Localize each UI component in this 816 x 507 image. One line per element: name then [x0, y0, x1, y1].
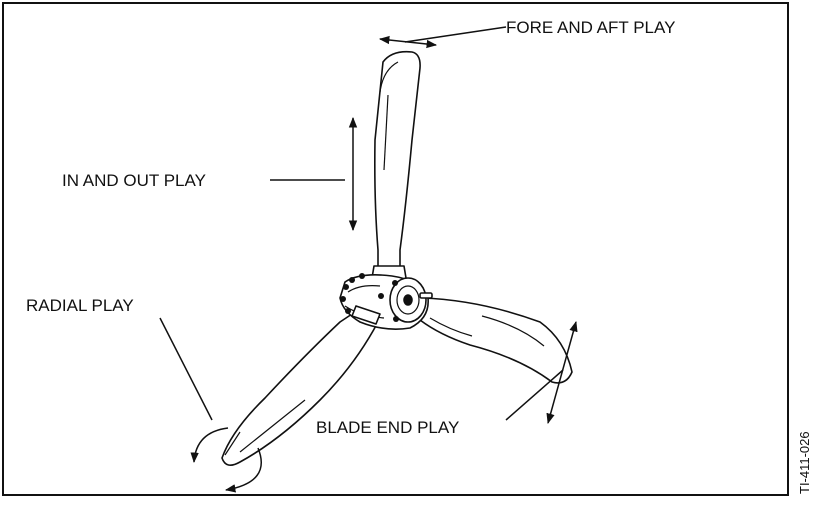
top-blade [374, 50, 421, 271]
figure-frame [2, 2, 789, 496]
radial-leader [159, 317, 213, 421]
fore-aft-leader [404, 26, 507, 43]
figure-id: TI-411-026 [797, 431, 812, 494]
bottom-blade-shank [351, 305, 381, 325]
propeller [221, 50, 573, 466]
in-out-label: IN AND OUT PLAY [62, 171, 206, 190]
blade-end-leader [505, 369, 564, 421]
blade-end-arrow [546, 320, 578, 425]
radial-label: RADIAL PLAY [26, 296, 134, 315]
fore-aft-label: FORE AND AFT PLAY [506, 18, 675, 37]
radial-arrow-lower [224, 447, 263, 493]
right-blade [419, 297, 573, 384]
top-blade-highlight [379, 61, 399, 93]
blade-end-label: BLADE END PLAY [316, 418, 459, 437]
radial-arrow-upper [190, 427, 229, 464]
bottom-left-blade [221, 311, 379, 466]
